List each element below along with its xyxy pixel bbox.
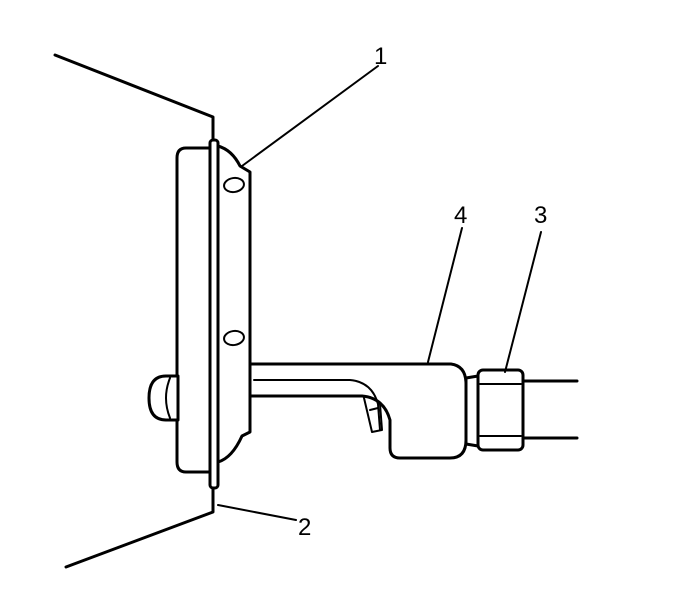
leader-line-4 (427, 227, 463, 363)
connector-collar (464, 374, 480, 448)
callout-label-2: 2 (298, 514, 311, 541)
callout-label-3: 3 (534, 202, 547, 229)
leader-line-1 (241, 65, 379, 167)
callout-label-1: 1 (374, 43, 387, 70)
housing-rear (175, 146, 215, 474)
hex-nut (476, 368, 525, 452)
panel-outline (53, 53, 215, 569)
housing-front (216, 144, 252, 464)
leader-line-3 (504, 231, 542, 373)
mounting-hole-lower (223, 329, 245, 347)
callout-label-4: 4 (454, 202, 467, 229)
leader-line-2 (217, 504, 297, 521)
mounting-hole-upper (223, 176, 245, 194)
tube-elbow (248, 362, 468, 460)
hose (521, 379, 579, 440)
leader-lines (217, 65, 542, 521)
bulb-cap (147, 374, 180, 422)
